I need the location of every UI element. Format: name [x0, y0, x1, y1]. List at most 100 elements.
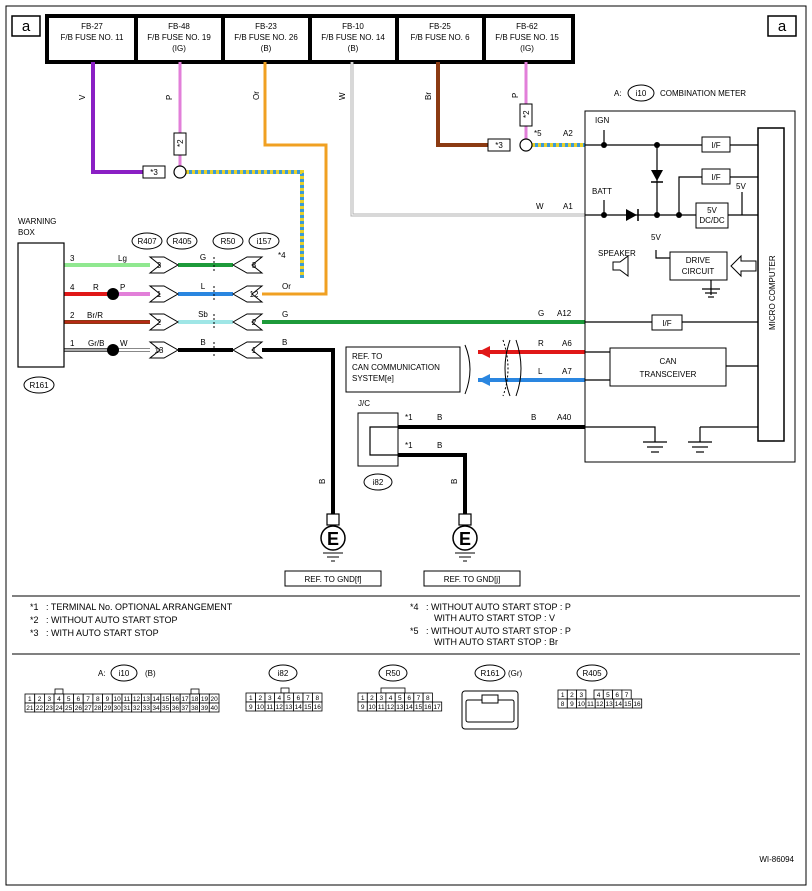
i10-pin-num: 40	[211, 705, 219, 712]
label-v: V	[78, 94, 87, 100]
arrow-left-icon	[730, 254, 757, 278]
conn-pin-left: 1	[157, 290, 162, 299]
wire-w	[350, 62, 585, 217]
notes-right: *4 : WITHOUT AUTO START STOP : P WITH AUTO…	[410, 602, 571, 647]
fuse-name: F/B FUSE NO. 19	[147, 33, 211, 42]
jc-star1a: *1	[405, 413, 413, 422]
i10-pin-num: 4	[57, 696, 61, 703]
micro-computer-label: MICRO COMPUTER	[768, 255, 777, 330]
r405-pin-num: 9	[570, 701, 574, 708]
i82-pin-num: 9	[249, 704, 253, 711]
label-star2b: *2	[522, 110, 531, 118]
can-label1: CAN	[660, 357, 677, 366]
conn-pin-left: 13	[155, 346, 164, 355]
document-id: WI-86094	[759, 855, 794, 864]
right-wire-color: B	[282, 338, 287, 347]
r50-pin-num: 7	[417, 695, 421, 702]
can-twist1	[502, 339, 509, 397]
connector-label: R407	[137, 237, 157, 246]
label-br: Br	[424, 92, 433, 100]
bc-r161-color: (Gr)	[508, 669, 523, 678]
dcdc-label1: 5V	[707, 206, 717, 215]
jc-conn: i82	[373, 478, 384, 487]
r50-pin-num: 17	[433, 704, 441, 711]
jc-conn-oval	[363, 473, 393, 491]
fuse-name: F/B FUSE NO. 15	[495, 33, 559, 42]
wb-pin-number: 3	[70, 254, 75, 263]
label-a1: A1	[563, 202, 573, 211]
can-ref: REF. TO CAN COMMUNICATION SYSTEM[e]	[345, 339, 522, 397]
corner-label-left: a	[22, 18, 31, 35]
gnd-j-ref-box	[423, 570, 521, 587]
connector-label: i157	[256, 237, 272, 246]
mid-wire-color: L	[201, 282, 206, 291]
wb-wire-color2: P	[120, 283, 125, 292]
r161-latch	[481, 694, 499, 704]
r50-pin-num: 9	[361, 704, 365, 711]
connector-oval	[131, 232, 163, 250]
i10-pin-num: 38	[191, 705, 199, 712]
gnd-f-ref: REF. TO GND[f]	[304, 575, 361, 584]
meter-speaker-label: SPEAKER	[598, 249, 636, 258]
i82-pin-num: 3	[268, 695, 272, 702]
grounds: B B E E REF. TO GND[f] REF. TO GND[j]	[284, 479, 521, 587]
i10-pin-num: 6	[77, 696, 81, 703]
wire-star4-stripe	[186, 170, 304, 278]
i10-pin-num: 23	[46, 705, 54, 712]
meter-dot-batt3	[676, 212, 682, 218]
i10-pin-num: 29	[104, 705, 112, 712]
wires	[64, 62, 585, 514]
r405-pin-num: 6	[615, 692, 619, 699]
wb-pin-number: 2	[70, 311, 75, 320]
wire-or	[262, 62, 328, 296]
r50-pin-num: 15	[415, 704, 423, 711]
r50-pin-num: 12	[387, 704, 395, 711]
r405-pin-num: 12	[596, 701, 604, 708]
conn-pin-right: 3	[252, 261, 257, 270]
meter-wire-b: B	[531, 413, 536, 422]
mid-wire-color: G	[200, 253, 206, 262]
r50-pin-num: 6	[407, 695, 411, 702]
note-text-2: WITH AUTO START STOP : V	[434, 613, 555, 623]
r50-pin-num: 1	[361, 695, 365, 702]
notes-left: *1: TERMINAL No. OPTIONAL ARRANGEMENT*2:…	[30, 602, 233, 638]
r50-pin-num: 11	[378, 704, 385, 711]
note-text: : WITHOUT AUTO START STOP	[46, 615, 178, 625]
label-p1: P	[165, 95, 174, 100]
r50-pin-num: 4	[389, 695, 393, 702]
fuse-id: FB-27	[81, 22, 103, 31]
meter-5v-drive: 5V	[651, 233, 661, 242]
note-mark: *4	[410, 602, 419, 612]
note-text: : WITHOUT AUTO START STOP : P	[426, 626, 571, 636]
conn-pin-right: 12	[250, 290, 259, 299]
meter-line-a40	[585, 426, 656, 442]
bc-r405: R405	[582, 669, 602, 678]
note-mark: *2	[30, 615, 39, 625]
chevron-male	[148, 341, 180, 359]
gnd-b1-label: B	[318, 479, 327, 484]
meter-wire-l: L	[538, 367, 543, 376]
drive-label1: DRIVE	[686, 256, 710, 265]
r50-pin-num: 3	[379, 695, 383, 702]
star2a-box	[173, 132, 187, 156]
combination-meter: A: i10 COMBINATION METER MICRO COMPUTER	[531, 84, 796, 463]
jc-inner	[369, 426, 398, 456]
gnd-f-terminal	[326, 513, 340, 526]
i82-pin	[312, 701, 323, 712]
conn-pin-left: 3	[157, 261, 162, 270]
wire-br	[436, 62, 488, 147]
r405-pin-num: 1	[561, 692, 565, 699]
mid-wire-color: B	[200, 338, 205, 347]
i10-pin	[208, 702, 220, 713]
wire-labels: V P Or W Br P *2 *2 *3 *3 *4 *5 A2 A1 W	[78, 91, 573, 260]
wb-wire-color: Br/R	[87, 311, 103, 320]
i10-pin-num: 7	[86, 696, 90, 703]
meter-diode1	[651, 170, 663, 181]
r50-pin-num: 5	[398, 695, 402, 702]
joints	[107, 103, 533, 356]
conn-pin-right: 1	[252, 346, 257, 355]
connector-label: R50	[221, 237, 236, 246]
